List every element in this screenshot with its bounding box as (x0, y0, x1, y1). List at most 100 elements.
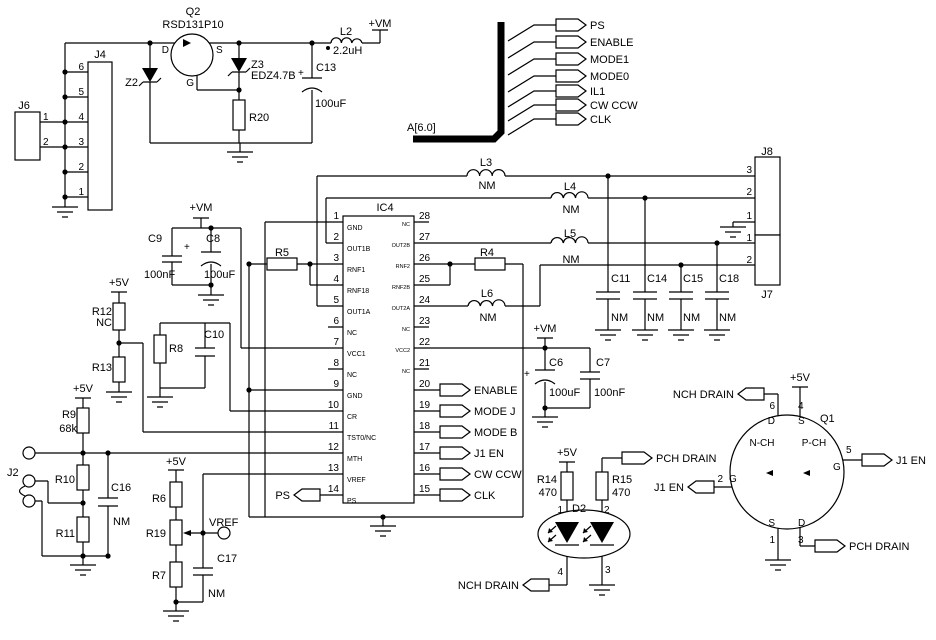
flag-nch-drain-q1[interactable] (737, 387, 765, 401)
capacitor-c16[interactable] (98, 497, 118, 507)
flag-ic-modeb[interactable] (439, 425, 471, 439)
resistor-r9[interactable] (76, 407, 90, 434)
flag-pch-drain-top-label: PCH DRAIN (656, 453, 717, 465)
flag-bus-cwccw[interactable] (555, 98, 587, 112)
flag-pch-drain-top[interactable] (621, 451, 653, 465)
ground-symbol (69, 564, 97, 576)
flag-j1en-q1-right[interactable] (861, 453, 893, 467)
flag-bus-ps[interactable] (555, 18, 587, 32)
resistor-r20[interactable] (232, 99, 246, 131)
capacitor-c11[interactable] (596, 291, 620, 300)
z3-part: EDZ4.7B (251, 70, 296, 82)
flag-ic-modej[interactable] (439, 404, 471, 418)
flag-nch-drain-d2[interactable] (522, 578, 550, 592)
flag-pch-drain-q1[interactable] (814, 539, 846, 553)
capacitor-c8[interactable] (200, 251, 222, 267)
ic4-pin-name-12: MTH (347, 456, 362, 463)
zener-z3[interactable] (227, 58, 251, 77)
flag-ic-ps[interactable] (293, 488, 321, 502)
c16-ref: C16 (111, 482, 131, 494)
resistor-r7[interactable] (169, 561, 183, 588)
ic4-body[interactable] (342, 215, 415, 504)
flag-bus-mode1[interactable] (555, 52, 587, 66)
q1-ref: Q1 (820, 413, 835, 425)
flag-ic-enable-label: ENABLE (474, 385, 517, 397)
capacitor-c7[interactable] (580, 371, 600, 380)
flag-ic-modeb-label: MODE B (474, 427, 517, 439)
inductor-l2[interactable] (326, 37, 363, 50)
r7-ref: R7 (152, 570, 166, 582)
resistor-r12[interactable] (112, 302, 126, 331)
ic4-pin-number-23: 23 (419, 316, 431, 327)
r11-ref: R11 (56, 528, 75, 540)
flag-j1en-q1-left[interactable] (687, 480, 715, 494)
resistor-r15[interactable] (595, 471, 609, 501)
ic4-pin-number-22: 22 (419, 337, 431, 348)
dual-led-d2[interactable] (537, 509, 631, 559)
inductor-l6[interactable] (467, 299, 506, 307)
connector-j7[interactable] (754, 234, 781, 286)
connector-j2[interactable] (18, 446, 36, 508)
flag-bus-il1[interactable] (555, 84, 587, 98)
vref-testpoint[interactable] (217, 526, 231, 540)
dual-mosfet-q1[interactable] (729, 414, 845, 530)
j4-pin4: 4 (78, 112, 84, 123)
capacitor-c18[interactable] (705, 291, 729, 300)
j6-pin2: 2 (43, 137, 49, 148)
mosfet-q2[interactable] (170, 33, 214, 77)
z2-ref: Z2 (125, 77, 138, 89)
resistor-r13[interactable] (112, 356, 126, 383)
capacitor-c13[interactable] (301, 77, 323, 93)
inductor-l3[interactable] (466, 169, 506, 177)
resistor-r4[interactable] (474, 257, 506, 271)
flag-bus-enable[interactable] (555, 35, 587, 49)
capacitor-c10[interactable] (195, 347, 215, 357)
flag-ic-j1en[interactable] (439, 446, 471, 460)
flag-j1en-q1-left-label: J1 EN (654, 482, 684, 494)
ground-symbol (51, 206, 79, 218)
j6-pin1: 1 (43, 112, 49, 123)
resistor-r5[interactable] (266, 257, 298, 271)
resistor-r10[interactable] (76, 464, 90, 491)
l5-ref: L5 (564, 228, 576, 240)
junction-dot (62, 169, 68, 175)
zener-z2[interactable] (138, 68, 162, 87)
resistor-r14[interactable] (560, 471, 574, 501)
flag-bus-clk[interactable] (555, 112, 587, 126)
potentiometer-r19[interactable] (169, 519, 191, 546)
connector-j4[interactable] (87, 61, 113, 211)
resistor-r11[interactable] (76, 516, 90, 543)
resistor-r6[interactable] (169, 481, 183, 508)
resistor-r8[interactable] (153, 334, 167, 364)
junction-dot (62, 119, 68, 125)
ic4-pin-number-25: 25 (419, 274, 431, 285)
connector-j6[interactable] (14, 111, 41, 161)
ic4-pin-name-3: RNF1 (347, 267, 365, 274)
flag-ic-cwccw[interactable] (439, 467, 471, 481)
vm-c6: +VM (534, 323, 557, 335)
c15-ref: C15 (683, 273, 703, 285)
flag-ic-enable[interactable] (439, 383, 471, 397)
flag-ic-clk[interactable] (439, 488, 471, 502)
ic4-pin-name-22: VCC2 (395, 348, 410, 354)
junction-dot (80, 500, 86, 506)
flag-bus-il1-label: IL1 (590, 86, 605, 98)
r14-ref: R14 (537, 474, 557, 486)
ground-symbol (719, 226, 747, 238)
junction-dot (678, 262, 684, 268)
capacitor-c15[interactable] (669, 291, 693, 300)
capacitor-c6[interactable] (534, 369, 556, 385)
connector-j8[interactable] (754, 156, 781, 236)
junction-dot (208, 282, 214, 288)
junction-dot (380, 514, 386, 520)
capacitor-c9[interactable] (162, 255, 182, 263)
flag-bus-mode0[interactable] (555, 69, 587, 83)
capacitor-c17[interactable] (193, 567, 213, 576)
inductor-l5[interactable] (550, 236, 589, 244)
ic4-pin-number-19: 19 (419, 400, 431, 411)
inductor-l4[interactable] (550, 191, 589, 199)
capacitor-c14[interactable] (633, 291, 657, 300)
d2-pin1: 1 (557, 505, 563, 516)
ic4-pin-name-8: NC (347, 372, 357, 379)
j6-ref: J6 (18, 100, 30, 112)
